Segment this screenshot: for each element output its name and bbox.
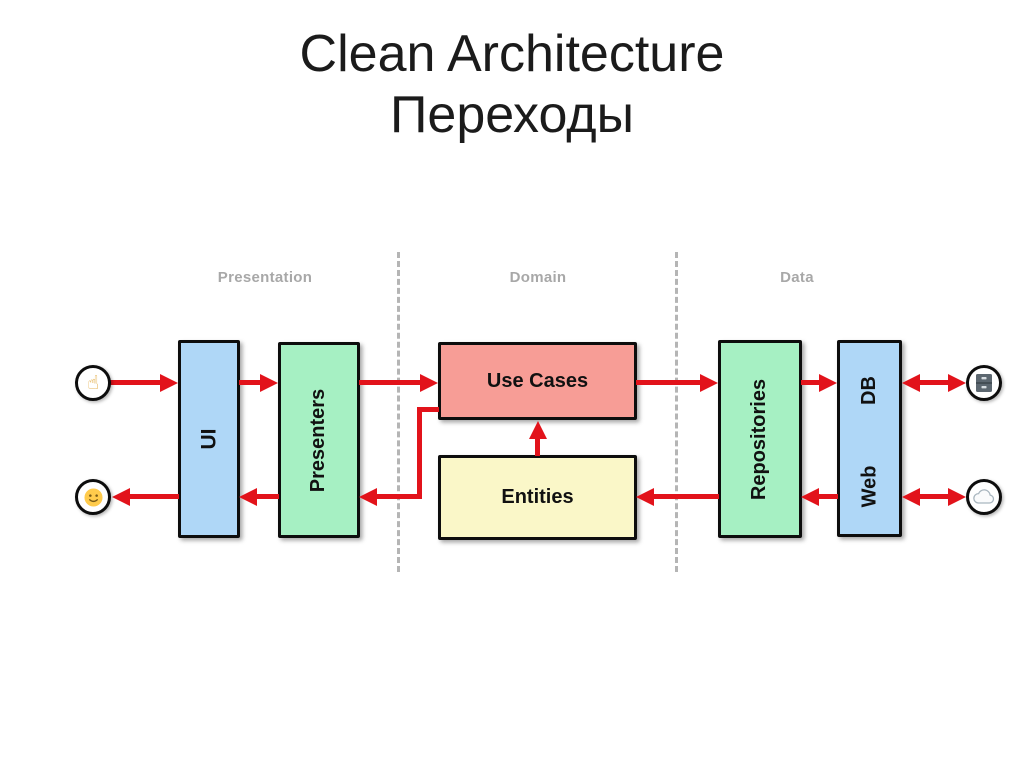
smiley-icon bbox=[83, 487, 103, 507]
lane-label-presentation: Presentation bbox=[217, 269, 313, 286]
lane-label-data: Data bbox=[780, 269, 814, 286]
lane-divider-right bbox=[675, 252, 678, 572]
box-ui: UI bbox=[178, 340, 240, 538]
box-web-label: Web bbox=[857, 465, 880, 508]
box-repositories: Repositories bbox=[718, 340, 802, 538]
box-db-label: DB bbox=[857, 376, 880, 406]
slide-title: Clean Architecture Переходы bbox=[0, 24, 1024, 147]
title-line-2: Переходы bbox=[390, 86, 634, 145]
box-entities: Entities bbox=[438, 455, 637, 540]
box-ui-label: UI bbox=[197, 428, 220, 450]
storage-circle bbox=[966, 365, 1002, 401]
title-line-1: Clean Architecture bbox=[299, 25, 725, 83]
box-use-cases-label: Use Cases bbox=[486, 369, 589, 392]
box-presenters: Presenters bbox=[278, 342, 360, 538]
pointing-hand-icon: ☝ bbox=[87, 371, 99, 394]
cloud-circle bbox=[966, 479, 1002, 515]
box-entities-label: Entities bbox=[501, 486, 574, 508]
box-repositories-label: Repositories bbox=[748, 378, 771, 500]
file-cabinet-icon bbox=[976, 374, 992, 392]
box-presenters-label: Presenters bbox=[307, 388, 330, 492]
lane-divider-left bbox=[397, 252, 400, 572]
user-input-circle: ☝ bbox=[75, 365, 111, 401]
box-web-half: Web bbox=[840, 439, 899, 535]
cloud-icon bbox=[973, 489, 995, 504]
box-db-web: DB Web bbox=[837, 340, 902, 537]
box-use-cases: Use Cases bbox=[438, 342, 637, 420]
user-output-circle bbox=[75, 479, 111, 515]
lane-label-domain: Domain bbox=[509, 269, 567, 286]
box-db-half: DB bbox=[840, 343, 899, 439]
